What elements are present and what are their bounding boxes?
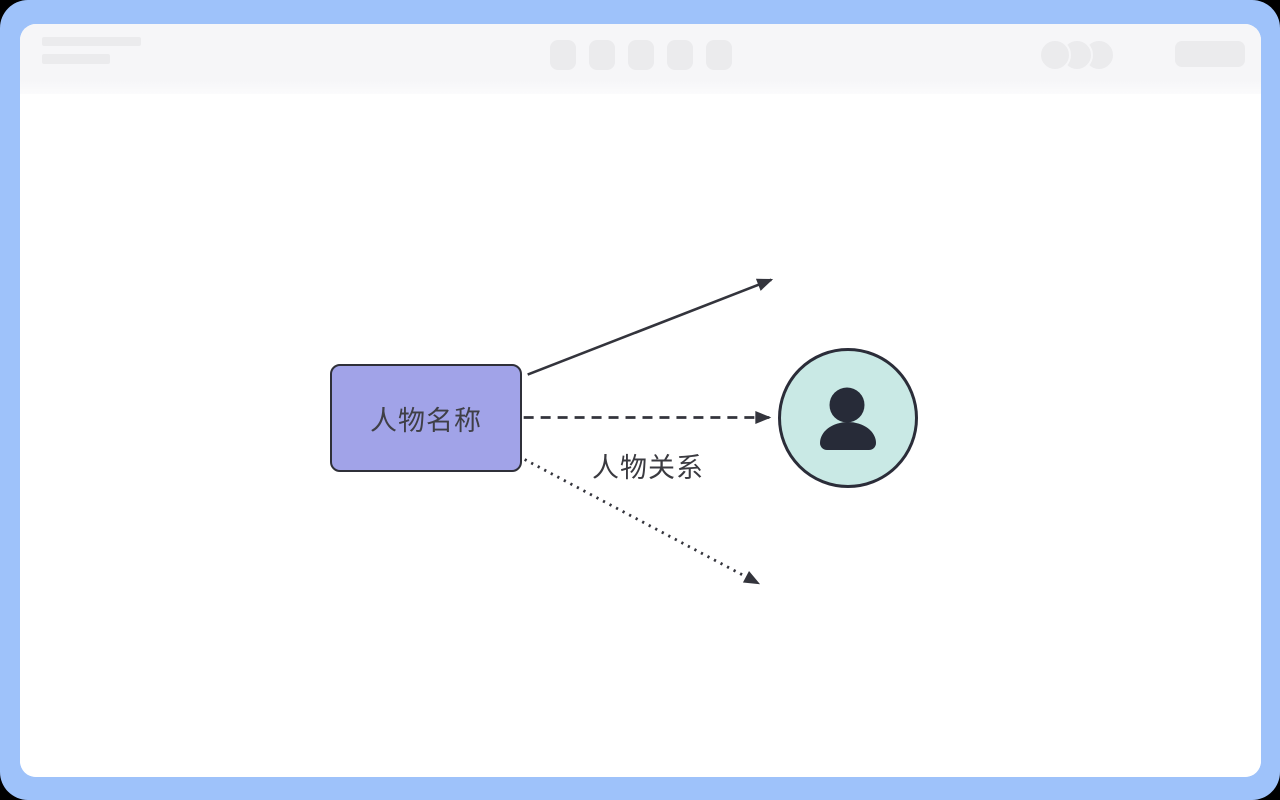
title-placeholder-line-2 <box>42 54 110 64</box>
toolbar-button-placeholder-5[interactable] <box>705 40 732 70</box>
avatar-group <box>1039 39 1115 71</box>
diagram-edges <box>523 278 774 585</box>
toolbar-button-placeholder-3[interactable] <box>627 40 654 70</box>
avatar-placeholder-1[interactable] <box>1039 39 1071 71</box>
toolbar-buttons-group <box>549 40 732 70</box>
browser-window: 人物名称 人物关系 <box>20 24 1261 777</box>
action-button-placeholder[interactable] <box>1175 41 1245 67</box>
toolbar-button-placeholder-1[interactable] <box>549 40 576 70</box>
person-icon <box>820 387 876 450</box>
browser-toolbar <box>20 24 1261 94</box>
edge-solid[interactable] <box>527 278 774 376</box>
person-avatar-node[interactable] <box>778 348 918 488</box>
toolbar-button-placeholder-4[interactable] <box>666 40 693 70</box>
person-name-label: 人物名称 <box>370 405 482 436</box>
title-placeholder-line-1 <box>42 37 141 46</box>
toolbar-button-placeholder-2[interactable] <box>588 40 615 70</box>
relation-label: 人物关系 <box>592 453 704 483</box>
person-name-node[interactable]: 人物名称 <box>330 364 522 472</box>
diagram-canvas: 人物名称 人物关系 <box>20 94 1261 777</box>
